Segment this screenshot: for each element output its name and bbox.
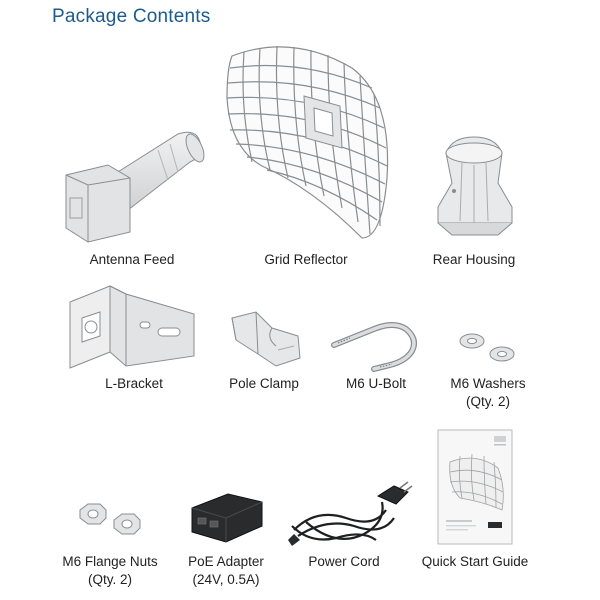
- item-label: M6 Washers: [450, 376, 526, 391]
- item-sublabel: (Qty. 2): [87, 572, 133, 587]
- quick-start-guide-icon: [436, 428, 514, 546]
- pole-clamp-icon: [228, 310, 306, 368]
- l-bracket-label: L-Bracket: [105, 375, 163, 393]
- pole-clamp-label: Pole Clamp: [229, 375, 299, 393]
- item-label: Antenna Feed: [89, 252, 175, 267]
- item-label: L-Bracket: [105, 376, 163, 391]
- u-bolt-label: M6 U-Bolt: [346, 375, 406, 393]
- u-bolt-icon: [330, 315, 422, 373]
- item-label: PoE Adapter: [188, 554, 264, 569]
- grid-reflector-icon: [222, 38, 392, 240]
- rear-housing-icon: [432, 133, 518, 241]
- poe-adapter-icon: [188, 488, 264, 546]
- flange-nuts-icon: [76, 502, 142, 536]
- item-label: M6 U-Bolt: [345, 376, 407, 391]
- item-label: Rear Housing: [432, 252, 516, 267]
- item-label: Quick Start Guide: [421, 554, 529, 569]
- quick-start-guide-label: Quick Start Guide: [422, 553, 529, 571]
- washers-icon: [456, 330, 520, 364]
- flange-nuts-label: M6 Flange Nuts (Qty. 2): [62, 553, 157, 589]
- grid-reflector-label: Grid Reflector: [264, 251, 347, 269]
- item-label: Grid Reflector: [264, 252, 348, 267]
- l-bracket-icon: [66, 282, 201, 372]
- rear-housing-label: Rear Housing: [433, 251, 516, 269]
- item-sublabel: (24V, 0.5A): [192, 572, 260, 587]
- power-cord-label: Power Cord: [308, 553, 379, 571]
- item-sublabel: (Qty. 2): [465, 394, 511, 409]
- washers-label: M6 Washers (Qty. 2): [450, 375, 525, 411]
- power-cord-icon: [286, 478, 414, 550]
- antenna-feed-icon: [58, 120, 208, 245]
- antenna-feed-label: Antenna Feed: [90, 251, 175, 269]
- item-label: Pole Clamp: [229, 376, 299, 391]
- item-label: Power Cord: [308, 554, 380, 569]
- poe-adapter-label: PoE Adapter (24V, 0.5A): [188, 553, 264, 589]
- page-title: Package Contents: [52, 6, 211, 27]
- item-label: M6 Flange Nuts: [62, 554, 158, 569]
